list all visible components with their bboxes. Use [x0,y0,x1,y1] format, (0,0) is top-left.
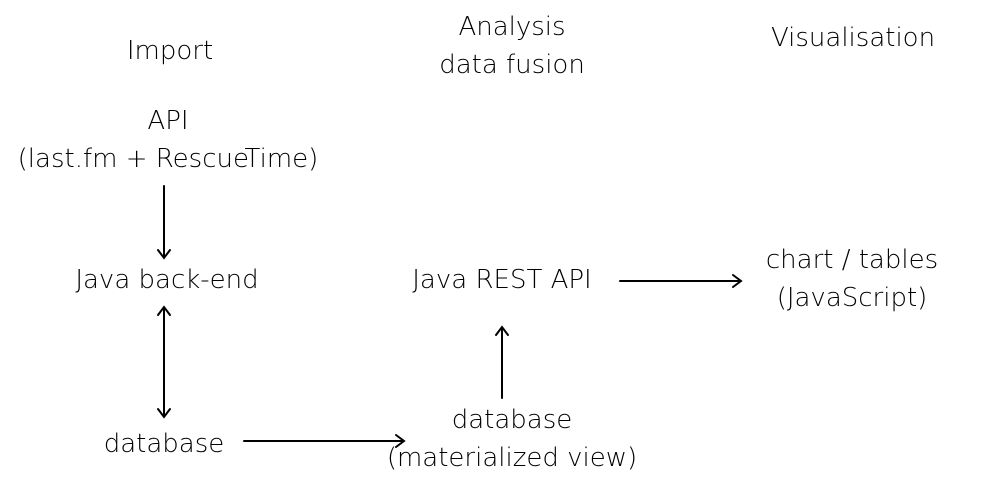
javascript-label: (JavaScript) [776,283,928,313]
node-java-backend: Java back-end [57,261,277,299]
arrow-rest-api-to-charts [619,274,743,288]
materialized-view-label: (materialized view) [386,443,638,473]
column-header-visualisation: Visualisation [753,19,953,57]
node-database-materialized-view: database (materialized view) [372,401,652,477]
arrow-api-to-backend [157,185,171,260]
java-rest-api-label: Java REST API [412,265,592,295]
api-sources-label: (last.fm + RescueTime) [17,144,319,174]
visualisation-label: Visualisation [770,23,936,53]
api-label: API [147,106,189,136]
node-charts-tables: chart / tables (JavaScript) [742,241,962,317]
arrow-database-to-materialized-view [243,434,406,448]
import-label: Import [126,36,214,66]
node-api: API (last.fm + RescueTime) [0,102,336,178]
java-backend-label: Java back-end [75,265,259,295]
database-import-label: database [103,429,225,459]
arrow-materialized-view-to-rest-api [495,325,509,399]
node-database-import: database [84,425,244,463]
analysis-label: Analysis [458,12,566,42]
chart-tables-label: chart / tables [765,245,939,275]
column-header-analysis: Analysis data fusion [412,8,612,84]
data-fusion-label: data fusion [439,50,585,80]
node-java-rest-api: Java REST API [392,261,612,299]
database-mv-label: database [451,405,573,435]
arrow-backend-database-bidirectional [157,305,171,419]
column-header-import: Import [120,32,220,70]
